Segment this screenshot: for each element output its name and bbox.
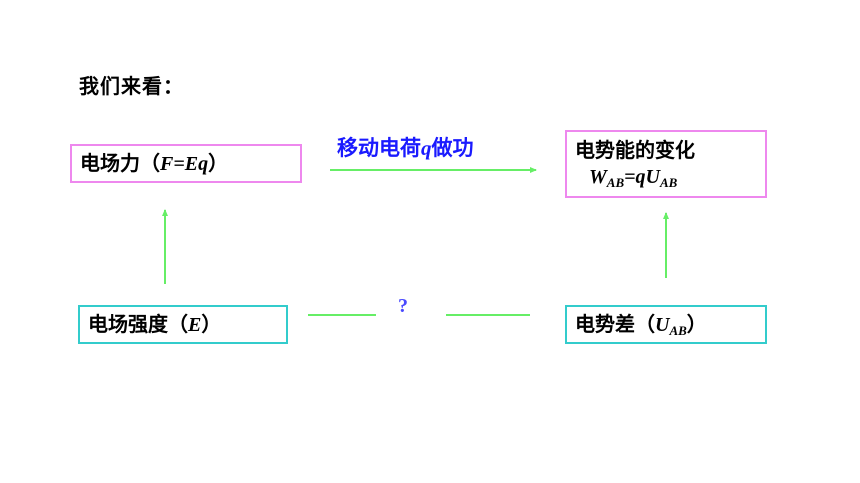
energy-w-sub: AB (606, 175, 625, 190)
field-label: 电场强度（ (88, 312, 188, 336)
energy-u-sub: AB (660, 175, 678, 190)
work-text-after: 做功 (431, 136, 474, 160)
energy-u: U (645, 166, 660, 188)
potential-energy-change-box: 电势能的变化 WAB=qUAB (565, 130, 767, 198)
field-strength-box: 电场强度（E） (78, 305, 288, 344)
work-q: q (421, 136, 432, 160)
pd-label: 电势差（ (575, 312, 655, 336)
field-close: ） (201, 312, 222, 336)
force-close: ） (208, 151, 229, 175)
question-mark: ? (398, 295, 408, 317)
pd-sub: AB (669, 323, 687, 338)
electric-force-box: 电场力（F=Eq） (70, 144, 302, 183)
work-text-before: 移动电荷 (337, 136, 421, 160)
field-symbol: E (188, 314, 202, 336)
pd-symbol: U (655, 314, 670, 336)
energy-eq: =q (624, 166, 646, 188)
pd-close: ） (686, 312, 707, 336)
potential-difference-box: 电势差（UAB） (565, 305, 767, 344)
force-formula: F=Eq (160, 153, 209, 175)
energy-w: W (589, 166, 607, 188)
energy-label: 电势能的变化 (575, 138, 695, 162)
heading: 我们来看： (79, 74, 184, 98)
energy-formula: WAB=qUAB (589, 166, 677, 189)
force-label: 电场力（ (80, 151, 160, 175)
work-label: 移动电荷q做功 (337, 132, 474, 162)
